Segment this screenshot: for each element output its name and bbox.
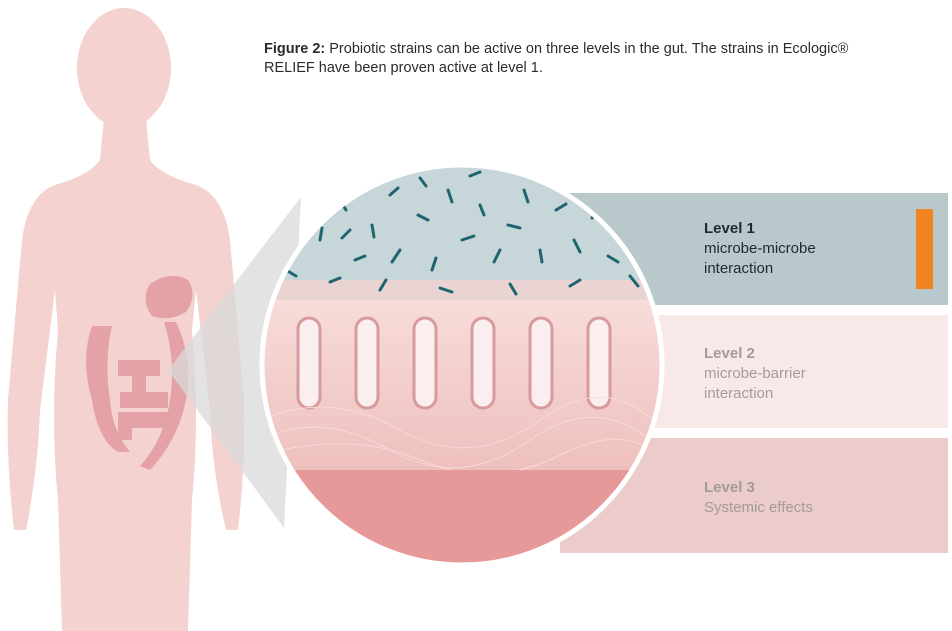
level-1-label: Level 1 microbe-microbe interaction (704, 219, 816, 279)
level-1-title: Level 1 (704, 219, 816, 239)
level-3-line1: Systemic effects (704, 498, 813, 518)
figure-label: Figure 2: (264, 41, 325, 57)
level-1-line2: interaction (704, 259, 816, 279)
level-2-title: Level 2 (704, 344, 806, 364)
level-3-title: Level 3 (704, 478, 813, 498)
level-2-line1: microbe-barrier (704, 364, 806, 384)
level-3-label: Level 3 Systemic effects (704, 478, 813, 518)
level-2-label: Level 2 microbe-barrier interaction (704, 344, 806, 404)
active-level-marker (916, 209, 933, 289)
figure-caption: Figure 2: Probiotic strains can be activ… (264, 40, 864, 78)
level-1-line1: microbe-microbe (704, 239, 816, 259)
figure-caption-text: Probiotic strains can be active on three… (264, 41, 848, 76)
level-2-line2: interaction (704, 384, 806, 404)
